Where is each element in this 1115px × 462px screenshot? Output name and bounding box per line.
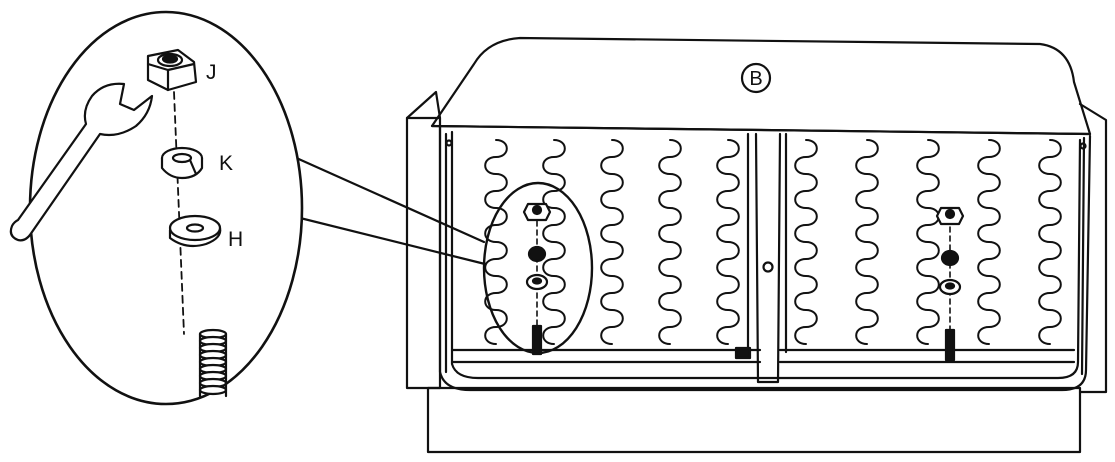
spring xyxy=(716,139,740,345)
callout-line-top xyxy=(281,150,486,244)
sofa-frame: B xyxy=(405,36,1108,454)
hex-nut-icon xyxy=(146,48,198,92)
wrench-icon xyxy=(9,82,154,242)
spring xyxy=(484,139,508,345)
spring xyxy=(600,139,624,345)
spring xyxy=(977,139,1001,345)
detail-view: J K H xyxy=(9,10,304,406)
right-hardware-stack xyxy=(935,206,965,362)
spring xyxy=(916,139,940,345)
spring xyxy=(658,139,682,345)
left-arm xyxy=(405,90,442,390)
seat-springs xyxy=(484,139,1062,345)
spring xyxy=(1038,139,1062,345)
right-arm xyxy=(1078,102,1108,394)
panel-label-circle xyxy=(740,62,772,94)
flat-washer-icon xyxy=(168,214,222,248)
spring xyxy=(794,139,818,345)
spring xyxy=(542,139,566,345)
lock-washer-icon xyxy=(160,146,204,180)
divider-bolt xyxy=(762,261,774,273)
back-cushion xyxy=(430,36,1092,136)
threaded-bolt-icon xyxy=(198,328,228,398)
label-flat-washer: H xyxy=(228,228,243,251)
left-hardware-stack xyxy=(482,181,594,356)
base-platform xyxy=(426,386,1082,454)
center-divider xyxy=(754,132,782,384)
callout-line-bottom xyxy=(282,212,487,266)
label-lock-washer: K xyxy=(219,152,233,175)
panel-label: B xyxy=(749,68,762,90)
label-nut: J xyxy=(206,61,217,84)
spring xyxy=(855,139,879,345)
seat-tray-outer xyxy=(438,124,1092,392)
bolt-thread-ring xyxy=(198,384,228,396)
